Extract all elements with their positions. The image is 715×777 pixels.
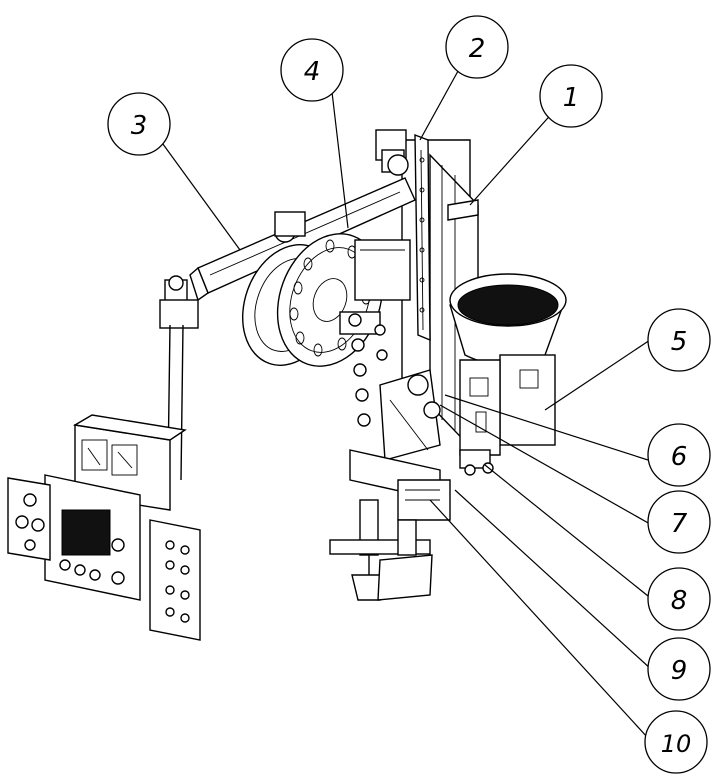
callout-6-label: 6 xyxy=(671,442,688,472)
callout-1-label: 1 xyxy=(563,83,580,113)
callout-8: 8 xyxy=(647,567,711,631)
callout-3: 3 xyxy=(107,92,171,156)
callout-7-label: 7 xyxy=(671,509,688,539)
callout-9: 9 xyxy=(647,637,711,701)
callout-2-label: 2 xyxy=(469,34,486,64)
callout-leaders xyxy=(159,61,653,739)
horizontal-arm xyxy=(189,154,416,302)
wire-guide-rollers xyxy=(348,313,388,427)
callout-8-label: 8 xyxy=(671,586,688,616)
flux-hopper xyxy=(449,273,567,456)
callout-10-label: 10 xyxy=(661,730,692,758)
callout-5: 5 xyxy=(647,308,711,372)
callout-2: 2 xyxy=(445,15,509,79)
callout-4-label: 4 xyxy=(304,57,321,87)
wire-feeder-unit xyxy=(379,369,441,461)
control-panel xyxy=(7,414,201,641)
callout-3-label: 3 xyxy=(131,111,148,141)
drive-motor-housing xyxy=(397,479,451,521)
callout-10: 10 xyxy=(644,710,708,774)
callout-1: 1 xyxy=(539,64,603,128)
callout-6: 6 xyxy=(647,423,711,487)
guide-rail xyxy=(414,133,431,342)
flux-shut-off-valve xyxy=(459,449,494,476)
welding-torch xyxy=(329,499,433,601)
callout-9-label: 9 xyxy=(671,656,688,686)
callout-7: 7 xyxy=(647,490,711,554)
callout-4: 4 xyxy=(280,38,344,102)
callout-5-label: 5 xyxy=(671,327,688,357)
